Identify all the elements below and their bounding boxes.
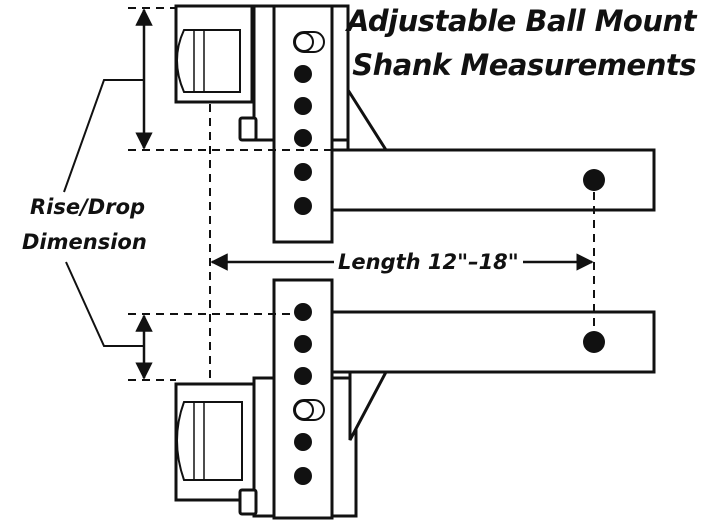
bottom-shank [328, 310, 656, 374]
top-shank-pin-hole [583, 169, 605, 191]
title-line-2: Shank Measurements [352, 48, 696, 82]
top-clamp-curve [176, 29, 241, 93]
bottom-shank-pin-hole [583, 331, 605, 353]
rise-drop-label-line-2: Dimension [22, 230, 147, 254]
bottom-hole [294, 367, 312, 385]
bottom-hole [294, 433, 312, 451]
title-line-1: Adjustable Ball Mount [346, 4, 697, 38]
bottom-hole [294, 303, 312, 321]
top-hole [294, 197, 312, 215]
top-ball-mount [174, 4, 656, 244]
top-hole [294, 163, 312, 181]
top-hole [294, 129, 312, 147]
bottom-hole [294, 467, 312, 485]
top-gusset [346, 84, 389, 152]
length-label: Length 12"–18" [334, 250, 523, 274]
bottom-bolt [238, 488, 258, 516]
top-shank [328, 148, 656, 212]
rise-drop-label-line-1: Rise/Drop [30, 195, 146, 219]
top-hole [294, 65, 312, 83]
bottom-gusset [348, 370, 389, 441]
reference-lines [128, 7, 595, 381]
leader-lines [63, 79, 144, 347]
top-hole [294, 97, 312, 115]
top-bolt [238, 116, 258, 142]
bottom-hole [294, 335, 312, 353]
bottom-ball-mount [174, 278, 656, 520]
bottom-clamp-curve [176, 401, 243, 481]
